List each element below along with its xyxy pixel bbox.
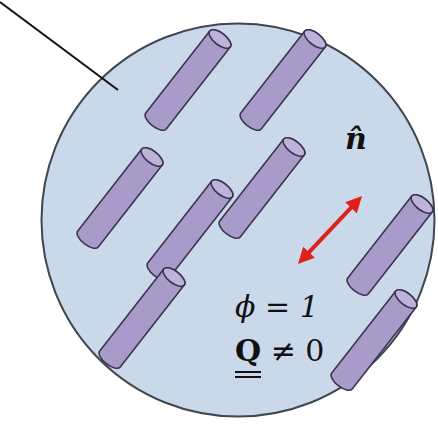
tensor-underline xyxy=(235,371,261,373)
circle-outline xyxy=(42,24,435,417)
tensor-symbol: Q xyxy=(235,333,261,368)
tensor-relation: ≠ 0 xyxy=(261,333,324,368)
rod-particle xyxy=(237,26,329,133)
arrow-head xyxy=(298,247,315,264)
rod-body xyxy=(237,26,329,133)
rod-particle xyxy=(74,144,166,251)
rod-body xyxy=(216,134,308,241)
domain-circle: n̂ ϕ = 1 Q ≠ 0 xyxy=(40,22,436,418)
order-tensor: Q ≠ 0 xyxy=(235,334,324,367)
rod-body xyxy=(142,26,234,133)
rod-body xyxy=(74,144,166,251)
rod-cap xyxy=(392,286,420,311)
leader-line xyxy=(0,2,118,90)
volume-fraction: ϕ = 1 xyxy=(235,290,319,323)
rod-body xyxy=(328,286,420,393)
rod-cap xyxy=(160,264,188,289)
rod-particle xyxy=(328,286,420,393)
rod-cap xyxy=(208,176,236,201)
rod-particle xyxy=(344,191,436,298)
rod-cap xyxy=(408,191,436,216)
tensor-underline xyxy=(235,376,261,378)
rod-cap xyxy=(301,26,329,51)
arrow-head xyxy=(345,196,362,213)
rod-particle xyxy=(216,134,308,241)
rod-cap xyxy=(280,134,308,159)
rod-body xyxy=(344,191,436,298)
rod-cap xyxy=(206,26,234,51)
director-label: n̂ xyxy=(345,122,367,155)
rod-particle xyxy=(96,264,188,371)
rod-cap xyxy=(138,144,166,169)
director-arrow xyxy=(298,196,362,264)
rod-body xyxy=(96,264,188,371)
rod-particle xyxy=(142,26,234,133)
